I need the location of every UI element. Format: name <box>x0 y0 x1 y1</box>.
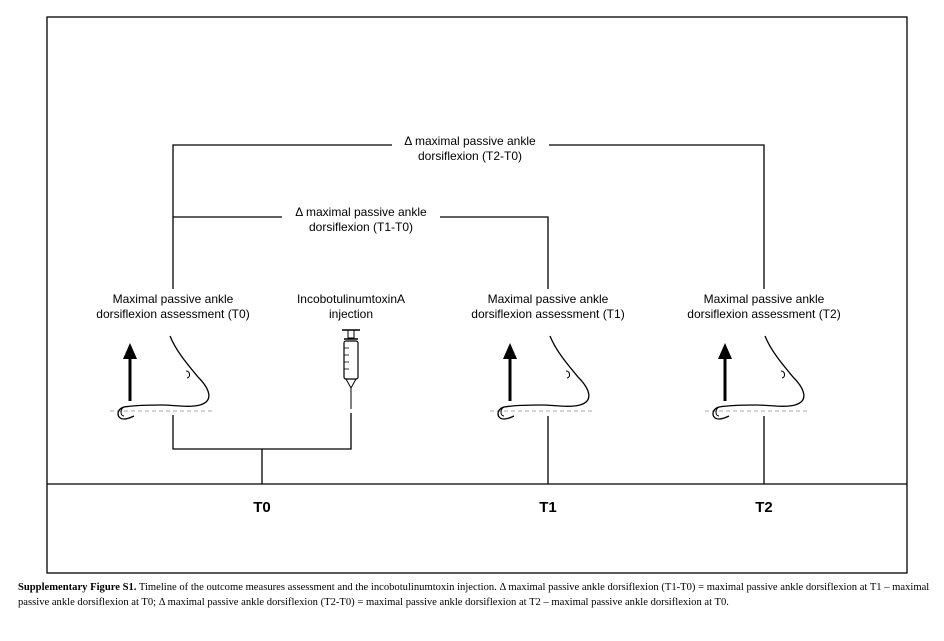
assessment-t2-label-line2: dorsiflexion assessment (T2) <box>687 307 840 321</box>
assessment-t1-label-line1: Maximal passive ankle <box>488 292 609 306</box>
assessment-t2-label-line1: Maximal passive ankle <box>704 292 825 306</box>
caption-title: Supplementary Figure S1. <box>18 582 137 593</box>
delta-t1-label-line1: Δ maximal passive ankle <box>295 205 427 219</box>
delta-t2-label-line2: dorsiflexion (T2-T0) <box>418 149 522 163</box>
timepoint-t0-label: T0 <box>253 499 271 516</box>
syringe-icon <box>342 329 360 409</box>
delta-t2-label-line1: Δ maximal passive ankle <box>404 134 536 148</box>
timeline-diagram: Δ maximal passive ankle dorsiflexion (T2… <box>46 16 908 574</box>
timepoint-t2-label: T2 <box>755 499 773 516</box>
injection-label-line1: IncobotulinumtoxinA <box>297 292 405 306</box>
caption-text: Timeline of the outcome measures assessm… <box>18 582 930 608</box>
foot-with-upward-arrow-icon <box>703 334 809 421</box>
foot-with-upward-arrow-icon <box>108 334 214 421</box>
delta-t1-label-line2: dorsiflexion (T1-T0) <box>309 220 413 234</box>
diagram-frame <box>46 16 908 574</box>
assessment-t1-label-line2: dorsiflexion assessment (T1) <box>471 307 624 321</box>
connector-t0 <box>172 413 352 484</box>
assessment-t0-label-line2: dorsiflexion assessment (T0) <box>96 307 249 321</box>
injection-label-line2: injection <box>329 307 373 321</box>
foot-with-upward-arrow-icon <box>488 334 594 421</box>
figure-caption: Supplementary Figure S1. Timeline of the… <box>18 580 930 610</box>
bracket-t2-t0 <box>172 144 765 289</box>
bracket-t1-t0 <box>173 216 549 289</box>
assessment-t0-label-line1: Maximal passive ankle <box>113 292 234 306</box>
timepoint-t1-label: T1 <box>539 499 557 516</box>
